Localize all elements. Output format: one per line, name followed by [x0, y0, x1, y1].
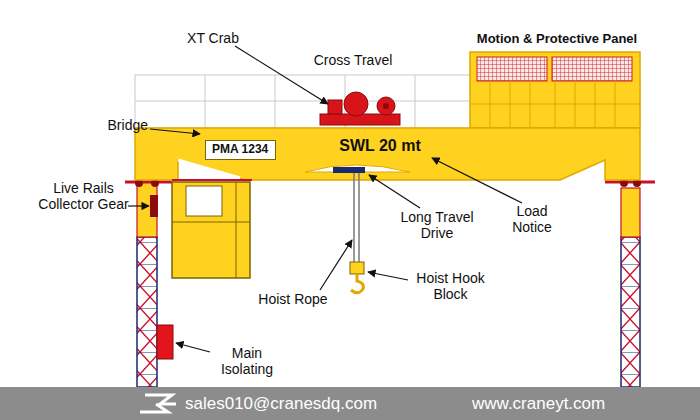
cab-body — [172, 182, 250, 278]
crab-motor — [377, 97, 395, 115]
hook — [351, 274, 363, 293]
footer-band: sales010@cranesdq.com www.craneyt.com — [0, 387, 700, 420]
bridge-brace — [178, 160, 240, 178]
hook-block — [350, 262, 364, 274]
leader-lines — [128, 46, 522, 352]
crab-gearbox — [328, 100, 342, 114]
panel-mesh — [552, 57, 632, 81]
bridge-girder — [135, 128, 640, 217]
part-label: Main Isolating — [211, 345, 283, 377]
plate-box: PMA 1234 — [205, 140, 276, 160]
crab-drum — [344, 92, 368, 116]
xt-crab — [320, 92, 400, 125]
logo-mark — [140, 395, 176, 412]
cab-window — [186, 186, 222, 216]
cab-lines — [172, 182, 250, 278]
part-label: Hoist Rope — [248, 291, 338, 307]
leader-line — [320, 240, 352, 290]
cab-rail — [172, 179, 252, 181]
collector-gear — [150, 195, 158, 217]
load-notice-text: SWL 20 mt — [300, 138, 460, 154]
part-label: Hoist Hook Block — [408, 270, 493, 302]
leader-line — [128, 205, 149, 206]
main-isolator — [157, 325, 173, 359]
leader-line — [369, 175, 420, 208]
protective-panel — [470, 52, 640, 128]
leader-line — [176, 343, 210, 352]
drive-recess — [305, 165, 410, 172]
grid-lines — [135, 75, 470, 128]
panel-mesh — [477, 57, 547, 81]
part-label: Live Rails Collector Gear — [36, 180, 131, 212]
footer-band-ground — [0, 387, 700, 420]
right-leg-lattice — [621, 237, 640, 387]
footer-logo — [0, 387, 700, 420]
panel-lines — [470, 81, 640, 128]
crab-hub — [383, 103, 389, 109]
long-travel-drive — [333, 167, 365, 173]
panel-label: Motion & Protective Panel — [462, 31, 652, 47]
part-label: Load Notice — [500, 203, 564, 235]
gantry-legs — [125, 179, 655, 387]
part-label: XT Crab — [178, 30, 248, 46]
contact-text: sales010@cranesdq.com — [185, 394, 377, 414]
operator-cab — [172, 180, 252, 278]
part-label: Cross Travel — [298, 52, 408, 68]
plate-number: PMA 1234 — [212, 143, 269, 157]
part-label: Long Travel Drive — [392, 209, 482, 241]
hoist — [350, 173, 364, 293]
hoist-rope — [354, 173, 359, 262]
left-leg-top — [137, 182, 157, 237]
part-label: Bridge — [72, 117, 148, 133]
panel-housing — [470, 52, 640, 128]
left-leg-lattice — [137, 237, 157, 387]
leader-line — [432, 158, 522, 203]
bridge-body — [135, 128, 640, 180]
contact-text: www.craneyt.com — [472, 394, 605, 414]
leader-line — [368, 272, 408, 280]
right-leg-top — [621, 188, 640, 237]
leader-line — [150, 129, 200, 134]
